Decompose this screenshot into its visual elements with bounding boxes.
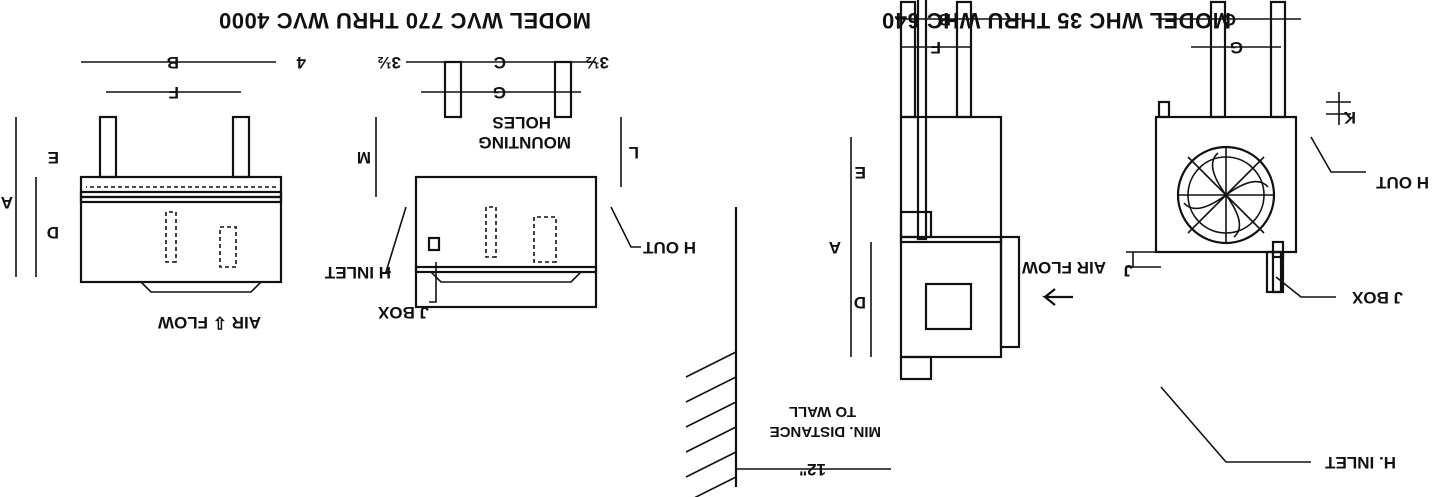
dim-f-left: F bbox=[931, 38, 941, 57]
dim-c-right: C bbox=[494, 53, 506, 72]
label-j-box-left: J BOX bbox=[1351, 288, 1403, 307]
label-min-distance-2: TO WALL bbox=[789, 403, 856, 420]
fan-blades-icon bbox=[1183, 152, 1269, 238]
dim-g-left: G bbox=[1230, 38, 1243, 57]
dim-e-left: E bbox=[855, 163, 866, 182]
outlet-stub bbox=[1157, 100, 1171, 119]
label-min-distance-1: MIN. DISTANCE bbox=[770, 423, 881, 440]
dim-d-left: D bbox=[854, 293, 866, 312]
wvc-side-coil bbox=[79, 175, 283, 199]
dim-b-left: B bbox=[939, 10, 951, 29]
dim-f-right: F bbox=[169, 83, 179, 102]
j-box-right-icon bbox=[427, 236, 441, 252]
label-air-flow-right: AIR ⇩ FLOW bbox=[157, 313, 261, 332]
wall-hatch-icon bbox=[685, 351, 737, 497]
title-right: MODEL WVC 770 THRU WVC 4000 bbox=[218, 8, 591, 33]
wvc-front-view: G C 3½ 3½ L M MOUNTING HOLES H OUT J BOX… bbox=[324, 53, 696, 322]
whc-side-lower bbox=[899, 115, 1003, 244]
inlet-stub bbox=[1271, 240, 1285, 259]
label-air-flow-left: AIR FLOW bbox=[1021, 258, 1106, 277]
whc-side-body bbox=[899, 235, 1003, 359]
dim-e-right: E bbox=[48, 148, 59, 167]
dim-3half-b: 3½ bbox=[377, 53, 401, 72]
wvc-side-view: F B 4 A D E AIR ⇩ FLOW bbox=[1, 53, 306, 332]
dim-j: J bbox=[1124, 261, 1133, 280]
label-h-inlet-left: H. INLET bbox=[1325, 453, 1396, 472]
dim-c-left: C bbox=[1224, 10, 1236, 29]
fan-guard-side bbox=[999, 235, 1021, 349]
pipe-2 bbox=[1209, 0, 1227, 119]
label-h-out-left: H OUT bbox=[1376, 173, 1430, 192]
wvc-side-lower bbox=[79, 195, 283, 284]
label-h-inlet-right: H INLET bbox=[324, 263, 391, 282]
label-h-out-right: H OUT bbox=[643, 238, 697, 257]
air-flow-arrow-icon bbox=[1041, 288, 1073, 306]
whc-front-view: J K G C H. INLET H OUT J BOX bbox=[1124, 0, 1430, 472]
dim-3half-a: 3½ bbox=[585, 53, 609, 72]
dim-b-right: B bbox=[167, 53, 179, 72]
label-mounting-holes-1: MOUNTING bbox=[478, 133, 571, 152]
coil-strip bbox=[916, 0, 928, 241]
pipe-1 bbox=[1269, 0, 1287, 119]
wvc-front-upper bbox=[414, 265, 598, 309]
dim-g-right: G bbox=[493, 83, 506, 102]
motor-box bbox=[924, 282, 973, 331]
label-j-box-right: J BOX bbox=[377, 303, 429, 322]
dim-4: 4 bbox=[296, 53, 306, 72]
wvc-front-lower bbox=[414, 175, 598, 274]
dim-k: K bbox=[1343, 108, 1356, 127]
dim-m: M bbox=[357, 148, 371, 167]
title-left: MODEL WHC 35 THRU WHC 640 bbox=[882, 8, 1231, 33]
dim-a-left: A bbox=[829, 238, 841, 257]
dim-12in: 12" bbox=[799, 460, 826, 479]
dim-l: L bbox=[629, 143, 639, 162]
dim-d-right: D bbox=[47, 223, 59, 242]
label-mounting-holes-2: HOLES bbox=[492, 113, 551, 132]
j-box-icon bbox=[1271, 250, 1285, 294]
wvc-side-base bbox=[140, 281, 262, 293]
wvc-front-base bbox=[430, 271, 582, 283]
whc-side-view: AIR FLOW A D E F B 12" MIN. DISTANCE TO … bbox=[685, 0, 1106, 497]
dim-a-right: A bbox=[1, 193, 13, 212]
